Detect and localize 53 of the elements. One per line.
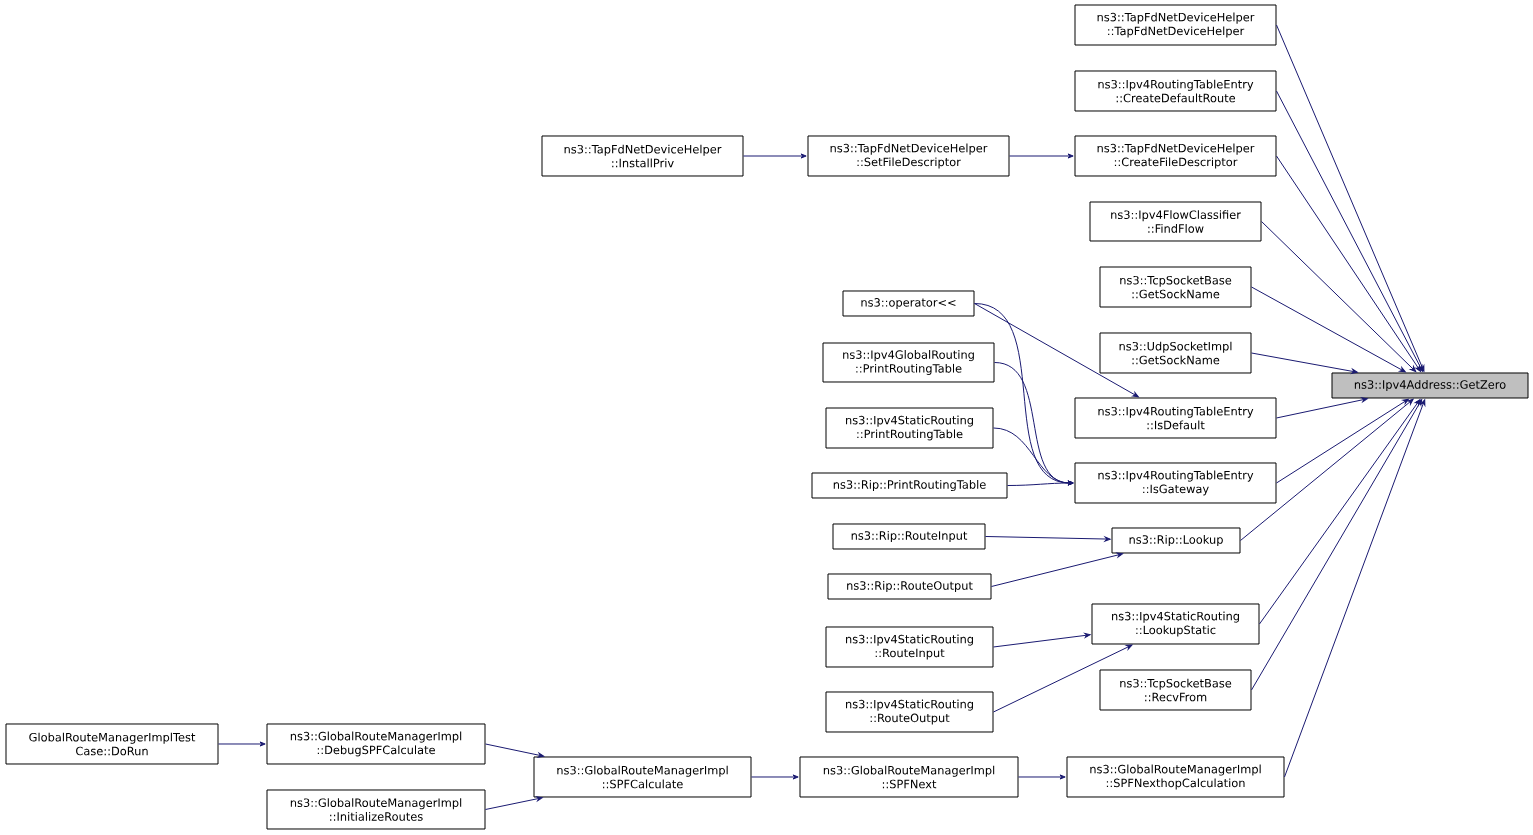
arrow: [743, 153, 807, 159]
function-box: ns3::Ipv4StaticRouting ::RouteOutput: [825, 691, 994, 733]
function-box: ns3::Rip::RouteInput: [832, 523, 986, 550]
function-box: ns3::Ipv4FlowClassifier ::FindFlow: [1089, 201, 1262, 242]
arrow: [485, 743, 545, 758]
arrow: [218, 741, 266, 747]
arrow: [1284, 399, 1426, 778]
arrow: [1261, 221, 1417, 373]
arrow: [1240, 398, 1414, 541]
arrow: [985, 536, 1111, 542]
function-box: ns3::GlobalRouteManagerImpl ::DebugSPFCalculate: [266, 723, 486, 765]
function-box: ns3::TapFdNetDeviceHelper ::TapFdNetDeviceHelper: [1074, 4, 1277, 46]
function-box: ns3::Ipv4StaticRouting ::RouteInput: [825, 626, 994, 668]
arrow: [974, 303, 1139, 398]
arrow: [1276, 24, 1425, 372]
arrow: [1251, 399, 1423, 691]
arrow: [1009, 153, 1074, 159]
function-box: ns3::Rip::Lookup: [1111, 527, 1241, 554]
function-box: ns3::Ipv4RoutingTableEntry ::IsGateway: [1074, 462, 1277, 504]
function-box: ns3::TapFdNetDeviceHelper ::CreateFileDescriptor: [1074, 135, 1277, 177]
arrow: [485, 796, 543, 810]
arrow: [751, 774, 799, 780]
function-box: ns3::Ipv4Address::GetZero: [1331, 372, 1529, 399]
function-box: ns3::operator<<: [842, 290, 975, 317]
function-box: ns3::Ipv4RoutingTableEntry ::IsDefault: [1074, 397, 1277, 439]
arrow: [1259, 399, 1421, 625]
function-box: ns3::UdpSocketImpl ::GetSockName: [1099, 332, 1252, 374]
function-box: ns3::Rip::PrintRoutingTable: [811, 472, 1008, 499]
arrow: [993, 632, 1091, 648]
arrow: [1276, 155, 1422, 372]
arrow: [993, 644, 1133, 713]
function-box: ns3::Rip::RouteOutput: [827, 573, 992, 600]
function-box: ns3::GlobalRouteManagerImpl ::InitializeRoutes: [266, 789, 486, 830]
arrow: [1276, 398, 1409, 484]
arrow: [991, 552, 1124, 587]
arrow: [1276, 90, 1424, 372]
function-box: ns3::TcpSocketBase ::GetSockName: [1099, 266, 1252, 308]
arrow: [1007, 480, 1074, 486]
function-box: ns3::GlobalRouteManagerImpl ::SPFCalculate: [533, 756, 752, 798]
function-box: ns3::TcpSocketBase ::RecvFrom: [1099, 669, 1252, 711]
arrow: [1251, 286, 1406, 373]
function-box: ns3::Ipv4StaticRouting ::LookupStatic: [1091, 603, 1260, 645]
arrow: [1251, 352, 1358, 374]
arrow: [1018, 774, 1066, 780]
function-box: ns3::GlobalRouteManagerImpl ::SPFNext: [799, 756, 1019, 798]
function-box: ns3::Ipv4RoutingTableEntry ::CreateDefaultRoute: [1074, 70, 1277, 112]
function-box: ns3::Ipv4StaticRouting ::PrintRoutingTable: [825, 407, 994, 449]
function-box: ns3::Ipv4GlobalRouting ::PrintRoutingTable: [822, 342, 995, 383]
arrow: [1276, 397, 1368, 419]
function-box: ns3::TapFdNetDeviceHelper ::InstallPriv: [541, 135, 744, 177]
function-box: GlobalRouteManagerImplTest Case::DoRun: [5, 723, 219, 765]
function-box: ns3::TapFdNetDeviceHelper ::SetFileDescriptor: [807, 135, 1010, 177]
function-box: ns3::GlobalRouteManagerImpl ::SPFNexthopCalculation: [1066, 756, 1285, 798]
